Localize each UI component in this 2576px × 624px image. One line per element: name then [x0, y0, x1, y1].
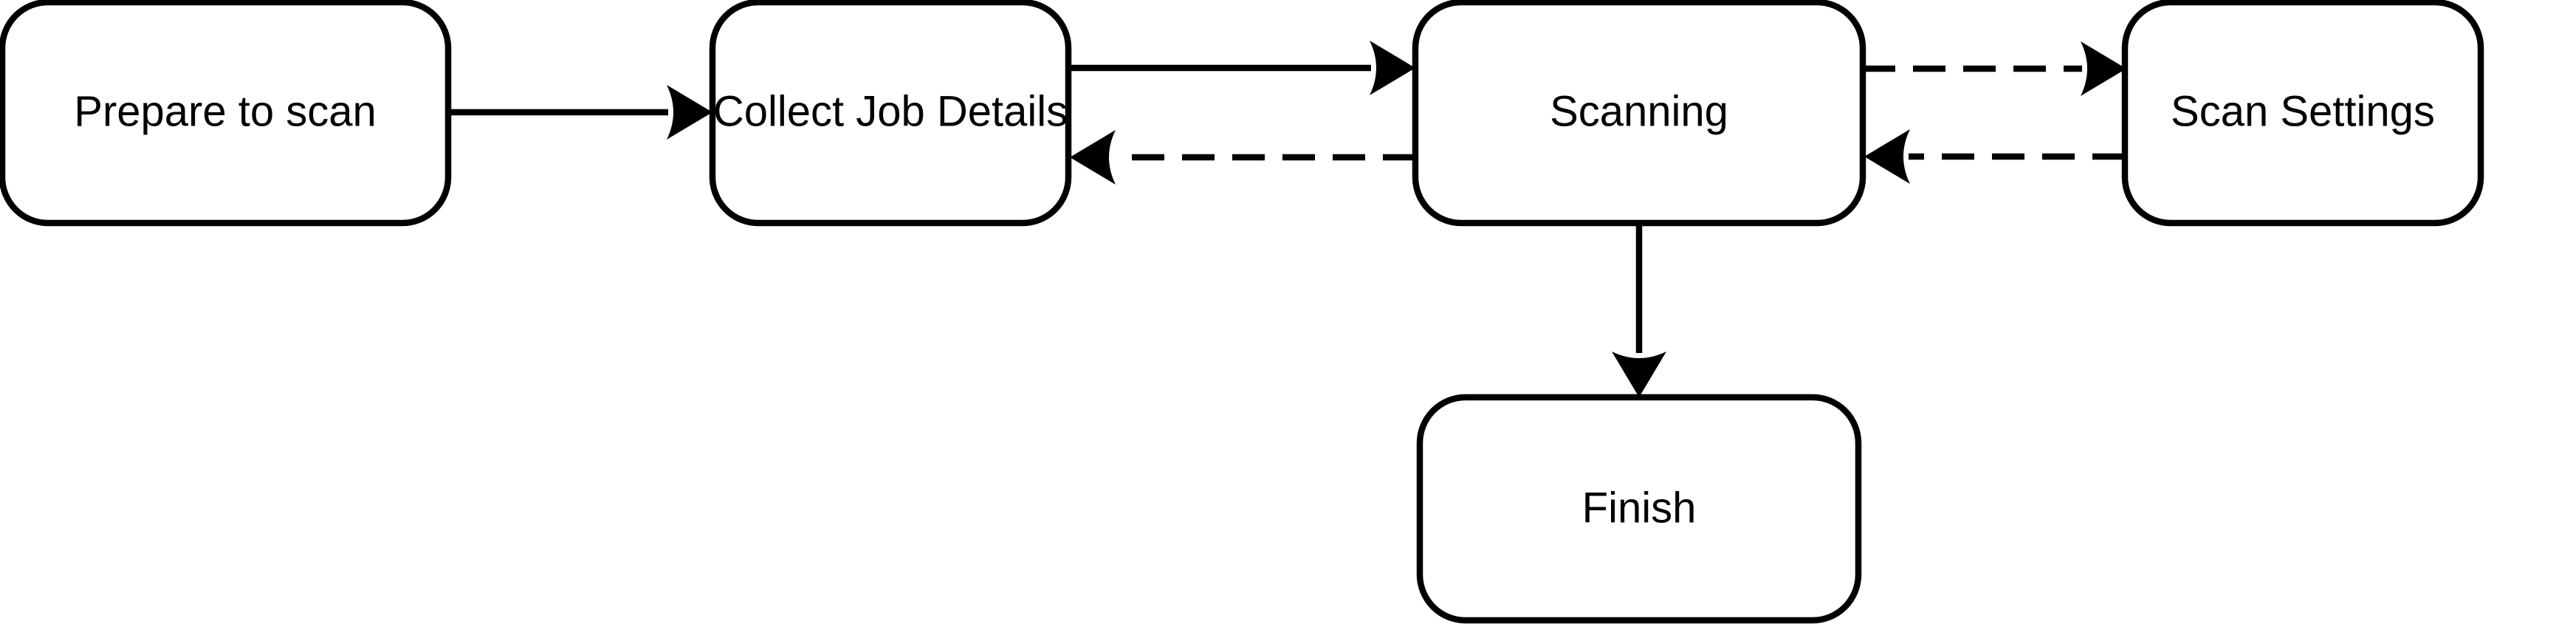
arrowhead-left-icon [1864, 129, 1910, 184]
node-label: Scan Settings [2171, 87, 2435, 135]
node-scan-settings[interactable]: Scan Settings [2121, 0, 2484, 227]
node-shape[interactable] [1416, 394, 1862, 624]
arrowhead-left-icon [1070, 130, 1116, 185]
edge-settings-to-scanning [1864, 129, 2125, 184]
edge-scanning-to-finish [1612, 223, 1666, 397]
node-collect-job-details[interactable]: Collect Job Details [709, 0, 1072, 227]
node-scanning[interactable]: Scanning [1412, 0, 1866, 227]
node-prepare-to-scan[interactable]: Prepare to scan [0, 0, 452, 227]
node-shape[interactable] [0, 0, 452, 227]
node-finish[interactable]: Finish [1416, 394, 1862, 624]
edge-scanning-to-collect [1070, 130, 1415, 185]
arrowhead-right-icon [1370, 41, 1415, 95]
node-label: Prepare to scan [74, 87, 376, 135]
edge-scanning-to-settings [1863, 41, 2126, 96]
arrowhead-right-icon [2081, 41, 2126, 96]
node-shape[interactable] [709, 0, 1072, 227]
edge-prepare-to-collect [448, 85, 712, 140]
node-label: Collect Job Details [713, 87, 1068, 135]
arrowhead-down-icon [1612, 352, 1666, 397]
node-label: Scanning [1550, 87, 1728, 135]
node-shape[interactable] [1412, 0, 1866, 227]
node-shape[interactable] [2121, 0, 2484, 227]
edge-collect-to-scanning [1068, 41, 1415, 95]
node-label: Finish [1582, 484, 1697, 532]
arrowhead-right-icon [667, 85, 712, 140]
